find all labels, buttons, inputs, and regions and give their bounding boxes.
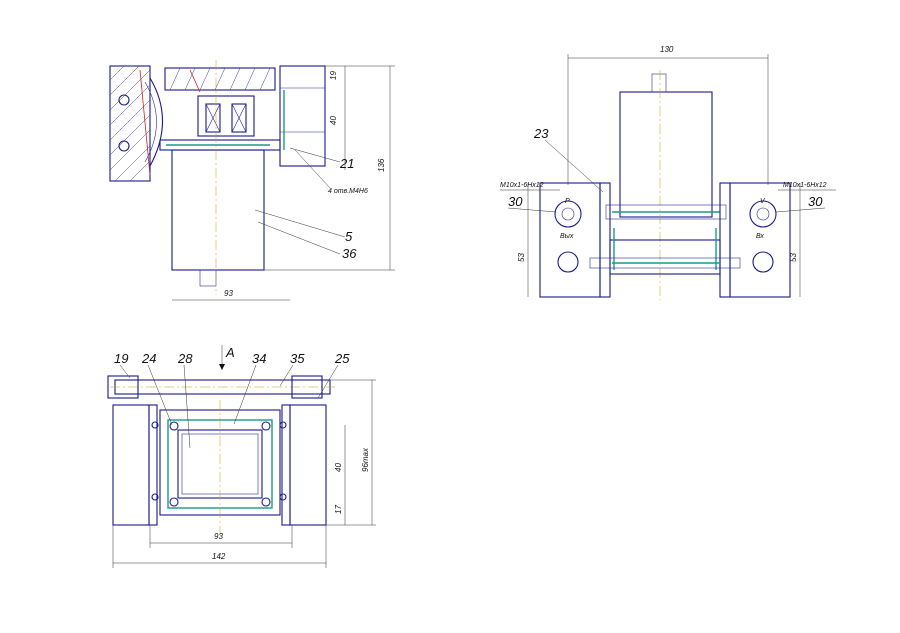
right-block bbox=[279, 65, 326, 167]
upper-shaft bbox=[651, 73, 667, 93]
callout-28: 28 bbox=[177, 351, 193, 366]
callout-36: 36 bbox=[342, 246, 357, 261]
left-fitting bbox=[107, 375, 139, 399]
callout-23: 23 bbox=[533, 126, 549, 141]
dim-40-bottom: 40 bbox=[334, 463, 343, 472]
callout-24: 24 bbox=[141, 351, 156, 366]
right-side-block bbox=[289, 404, 327, 526]
dim-53-right: 53 bbox=[789, 253, 798, 262]
dim-93-top: 93 bbox=[224, 289, 233, 298]
connecting-tube bbox=[589, 257, 741, 269]
top-left-view: 93 19 40 136 21 4 отв.М4Н6 5 36 bbox=[109, 60, 395, 301]
left-valve-block bbox=[539, 182, 601, 298]
callout-30-right: 30 bbox=[808, 194, 823, 209]
callout-34: 34 bbox=[252, 351, 266, 366]
callout-30-left: 30 bbox=[508, 194, 523, 209]
plate-hatch bbox=[169, 67, 271, 91]
right-port bbox=[749, 200, 777, 228]
top-right-view: 130 P Вых V Вх 53 53 23 bbox=[500, 45, 836, 300]
callout-19: 19 bbox=[114, 351, 128, 366]
bearing-block bbox=[197, 95, 255, 137]
right-fitting bbox=[291, 375, 323, 399]
callout-5: 5 bbox=[345, 229, 353, 244]
callout-25: 25 bbox=[334, 351, 350, 366]
diaphragm bbox=[149, 77, 164, 167]
dim-19: 19 bbox=[329, 71, 338, 80]
dim-53-left: 53 bbox=[517, 253, 526, 262]
callout-35: 35 bbox=[290, 351, 305, 366]
dim-93-bottom: 93 bbox=[214, 532, 223, 541]
view-arrow bbox=[219, 364, 225, 370]
thread-left: M10x1-6Hx12 bbox=[500, 182, 544, 189]
note-holes: 4 отв.М4Н6 bbox=[328, 188, 368, 195]
housing-hatch bbox=[109, 65, 151, 182]
left-port bbox=[554, 200, 582, 228]
motor-body bbox=[171, 149, 265, 271]
view-label-a: А bbox=[225, 345, 235, 360]
dim-17: 17 bbox=[334, 505, 343, 514]
label-vykh: Вых bbox=[560, 233, 574, 240]
label-vkh: Вх bbox=[756, 233, 764, 240]
motor-shaft bbox=[199, 269, 217, 287]
bottom-view: А 19 24 28 34 35 bbox=[107, 345, 376, 568]
dim-136: 136 bbox=[377, 158, 386, 172]
upper-motor bbox=[619, 91, 713, 218]
dim-96max: 96max bbox=[361, 447, 370, 472]
dim-142: 142 bbox=[212, 552, 226, 561]
label-p: P bbox=[565, 198, 570, 205]
label-v: V bbox=[760, 198, 766, 205]
left-side-block bbox=[112, 404, 150, 526]
dim-130: 130 bbox=[660, 45, 674, 54]
upper-plate bbox=[164, 67, 276, 91]
mount-bracket bbox=[605, 204, 727, 220]
callout-21: 21 bbox=[339, 156, 354, 171]
thread-right: M10x1-6Hx12 bbox=[783, 182, 827, 189]
center-frame bbox=[609, 239, 721, 275]
dim-40: 40 bbox=[329, 116, 338, 125]
